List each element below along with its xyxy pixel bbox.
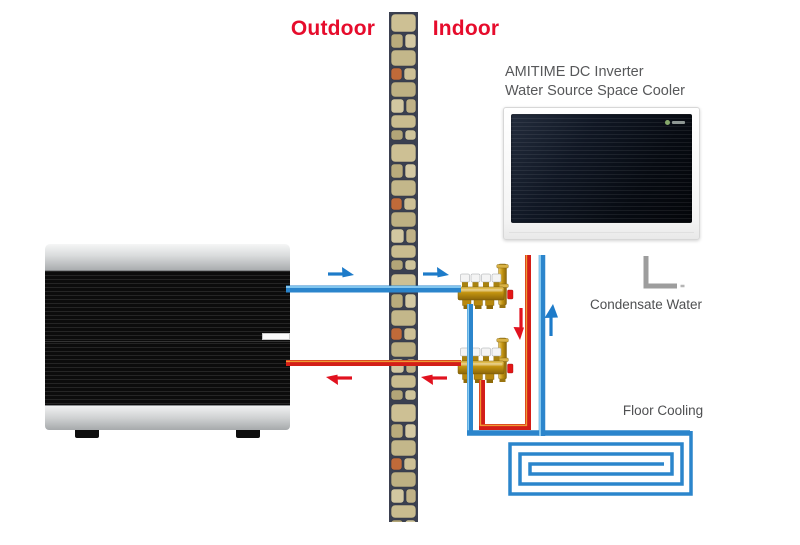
manifold-cold bbox=[457, 263, 514, 310]
indoor-unit bbox=[503, 107, 700, 240]
flow-arrow-blue-outdoor bbox=[328, 267, 354, 278]
outdoor-unit-seam bbox=[45, 340, 290, 342]
flow-arrow-red-outdoor bbox=[326, 374, 352, 385]
flow-arrow-blue-up bbox=[544, 304, 558, 336]
flow-arrow-blue-indoor bbox=[423, 267, 449, 278]
outdoor-unit-badge bbox=[262, 333, 290, 340]
indoor-unit-title-line2: Water Source Space Cooler bbox=[505, 83, 685, 100]
cold-water-pipes bbox=[286, 255, 690, 436]
outdoor-unit-foot-left bbox=[75, 430, 99, 438]
outdoor-unit-bottom-cap bbox=[45, 405, 290, 430]
outdoor-zone-label: Outdoor bbox=[290, 17, 376, 40]
floor-cooling-coil bbox=[508, 431, 693, 496]
outdoor-unit bbox=[45, 244, 290, 438]
indoor-unit-base-seam bbox=[509, 232, 694, 233]
stone-wall-divider bbox=[389, 12, 418, 522]
flow-arrow-red-indoor bbox=[421, 374, 447, 385]
hot-water-pipes bbox=[286, 255, 531, 430]
indoor-unit-title: AMITIME DC Inverter Water Source Space C… bbox=[505, 63, 685, 101]
indoor-unit-title-line1: AMITIME DC Inverter bbox=[505, 64, 644, 80]
brand-logo-wordmark bbox=[672, 121, 685, 124]
manifold-hot bbox=[457, 337, 514, 384]
condensate-water-label: Condensate Water bbox=[589, 297, 703, 312]
flow-arrow-red-down bbox=[513, 308, 524, 340]
indoor-unit-front-panel bbox=[511, 114, 692, 223]
stone-wall-texture bbox=[389, 12, 418, 522]
indoor-zone-label: Indoor bbox=[432, 17, 500, 40]
outdoor-unit-grille bbox=[45, 271, 290, 405]
outdoor-unit-foot-right bbox=[236, 430, 260, 438]
outdoor-unit-top-cap bbox=[45, 244, 290, 271]
condensate-pipe-icon bbox=[643, 256, 685, 289]
floor-cooling-label: Floor Cooling bbox=[622, 403, 704, 418]
brand-logo-dot-icon bbox=[665, 120, 670, 125]
brand-logo-icon bbox=[665, 120, 685, 125]
